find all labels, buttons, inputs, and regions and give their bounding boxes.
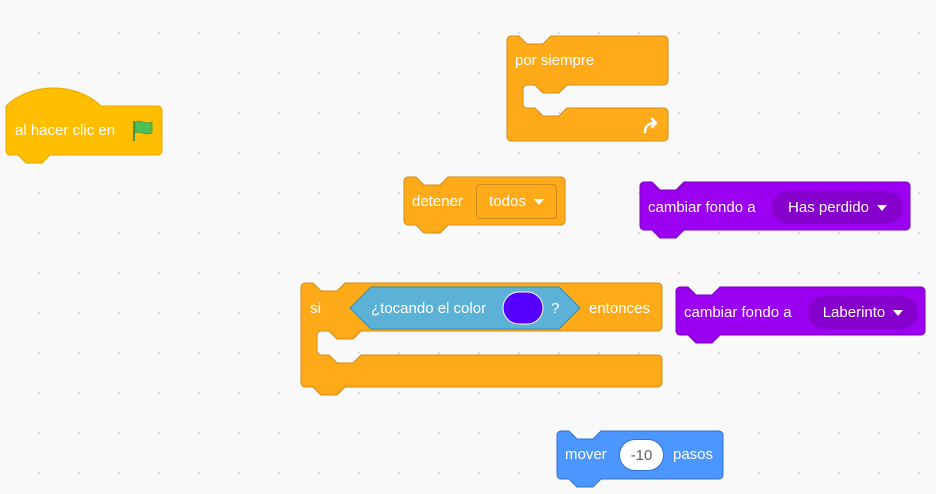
switch-backdrop-label: cambiar fondo a	[648, 199, 756, 216]
stop-option-value: todos	[489, 193, 526, 210]
stop-option-dropdown[interactable]: todos	[476, 184, 557, 219]
loop-arrow-icon	[643, 117, 658, 134]
then-label: entonces	[589, 300, 650, 317]
stop-label: detener	[412, 193, 463, 210]
forever-block[interactable]	[506, 35, 669, 142]
forever-label: por siempre	[515, 52, 595, 69]
color-swatch[interactable]	[502, 291, 544, 325]
if-label: si	[310, 300, 321, 317]
when-flag-block[interactable]	[5, 87, 163, 164]
backdrop-value: Has perdido	[788, 199, 869, 216]
green-flag-icon	[133, 120, 153, 141]
dropdown-arrow-icon	[533, 198, 544, 205]
backdrop-dropdown[interactable]: Laberinto	[808, 296, 918, 329]
switch-backdrop-label: cambiar fondo a	[684, 304, 792, 321]
move-label: mover	[565, 446, 607, 463]
steps-input[interactable]: -10	[619, 439, 664, 471]
dropdown-arrow-icon	[893, 309, 904, 316]
when-flag-label: al hacer clic en	[15, 122, 116, 139]
touching-color-label: ¿tocando el color	[371, 300, 487, 317]
steps-unit-label: pasos	[673, 446, 714, 463]
backdrop-dropdown[interactable]: Has perdido	[772, 191, 903, 224]
dropdown-arrow-icon	[876, 204, 887, 211]
backdrop-value: Laberinto	[822, 304, 886, 321]
question-mark-label: ?	[551, 300, 560, 317]
